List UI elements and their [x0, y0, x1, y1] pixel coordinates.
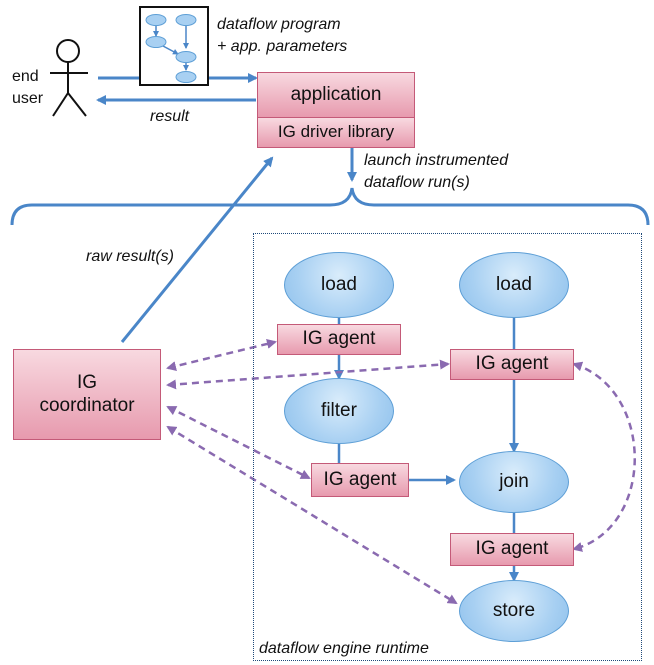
raw-results-label: raw result(s): [86, 248, 175, 265]
ig-agent-3: IG agent: [311, 463, 409, 497]
result-label: result: [150, 108, 190, 125]
ig-agent-3-label: IG agent: [323, 468, 397, 490]
node-load-left: load: [284, 252, 394, 318]
user-label: end user: [12, 68, 44, 107]
runtime-label: dataflow engine runtime: [259, 640, 429, 657]
ig-agent-4-label: IG agent: [475, 538, 549, 560]
brace: [10, 187, 650, 226]
control-link-store: [166, 425, 458, 605]
application-box: application: [257, 72, 415, 118]
control-link-agents-right: [572, 361, 636, 552]
ig-agent-1-label: IG agent: [302, 328, 376, 350]
ig-agent-4: IG agent: [450, 533, 574, 566]
ig-agent-1: IG agent: [277, 324, 401, 355]
coordinator-label-line1: IG: [76, 371, 98, 393]
arrow-raw-results: [120, 156, 274, 343]
runtime-container: [253, 233, 642, 661]
coordinator-box: IG coordinator: [13, 349, 161, 440]
node-load-right: load: [459, 252, 569, 318]
driver-library-box: IG driver library: [257, 117, 415, 148]
ig-agent-2-label: IG agent: [475, 353, 549, 375]
dataflow-program-icon: [139, 6, 209, 86]
program-caption: dataflow program + app. parameters: [217, 16, 348, 55]
node-filter: filter: [284, 378, 394, 444]
driver-library-label: IG driver library: [277, 122, 395, 142]
application-label: application: [290, 83, 382, 105]
coordinator-label-line2: coordinator: [39, 394, 135, 416]
user-icon: [50, 39, 88, 117]
ig-agent-2: IG agent: [450, 349, 574, 380]
node-join: join: [459, 451, 569, 513]
control-link-agent-2: [166, 359, 450, 390]
node-store: store: [459, 580, 569, 642]
launch-label: launch instrumented dataflow run(s): [364, 152, 509, 191]
